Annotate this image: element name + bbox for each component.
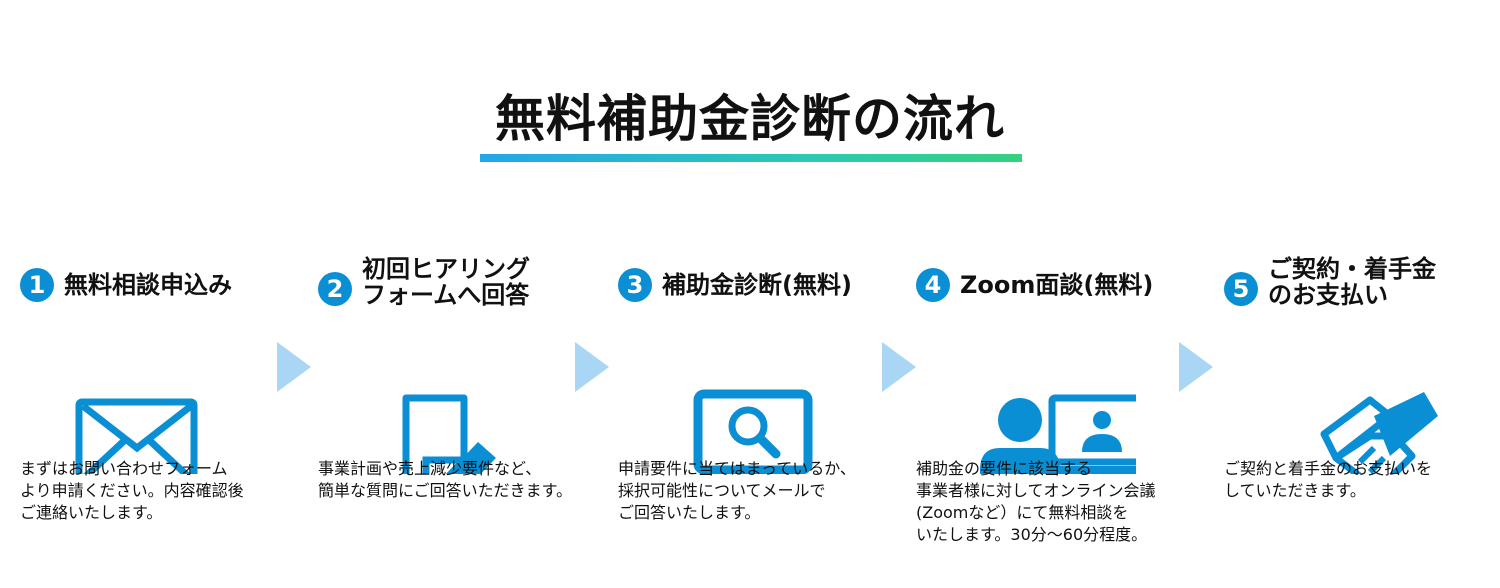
- envelope-icon: [75, 398, 198, 474]
- step-number-badge: 3: [618, 268, 652, 302]
- chevron-right-icon: [1177, 342, 1213, 392]
- step-number-badge: 5: [1224, 272, 1258, 306]
- laptop-search-icon: [693, 389, 813, 474]
- video-meeting-icon: [980, 394, 1136, 474]
- step-description: 事業計画や売上減少要件など、 簡単な質問にご回答いただきます。: [318, 459, 573, 500]
- chevron-right-icon: [573, 342, 609, 392]
- chevron-right-icon: [275, 342, 311, 392]
- step-title: 初回ヒアリング フォームへ回答: [362, 255, 530, 309]
- step-number-badge: 4: [916, 268, 950, 302]
- step-number-badge: 2: [318, 272, 352, 306]
- step-header: 2 初回ヒアリング フォームへ回答: [318, 254, 588, 318]
- step-title: 補助金診断(無料): [662, 271, 852, 299]
- step-title: Zoom面談(無料): [960, 271, 1154, 299]
- step-title: 無料相談申込み: [64, 271, 232, 299]
- handshake-icon: [1320, 392, 1438, 474]
- step-number-badge: 1: [20, 268, 54, 302]
- step-header: 4 Zoom面談(無料): [916, 254, 1186, 318]
- step-header: 5 ご契約・着手金 のお支払い: [1224, 254, 1494, 318]
- step-header: 1 無料相談申込み: [20, 254, 290, 318]
- step-description: まずはお問い合わせフォーム より申請ください。内容確認後 ご連絡いたします。: [20, 459, 244, 522]
- step-description: 申請要件に当てはまっているか、 採択可能性についてメールで ご回答いたします。: [618, 459, 856, 522]
- step-description: 補助金の要件に該当する 事業者様に対してオンライン会議 (Zoomなど）にて無料…: [916, 459, 1156, 544]
- title-underline: [480, 154, 1022, 162]
- page-title: 無料補助金診断の流れ: [495, 89, 1005, 148]
- step-header: 3 補助金診断(無料): [618, 254, 888, 318]
- step-title: ご契約・着手金 のお支払い: [1268, 255, 1436, 309]
- step-description: ご契約と着手金のお支払いを していただきます。: [1224, 459, 1433, 500]
- document-pen-icon: [402, 394, 496, 474]
- chevron-right-icon: [880, 342, 916, 392]
- page-header: 無料補助金診断の流れ: [0, 84, 1500, 154]
